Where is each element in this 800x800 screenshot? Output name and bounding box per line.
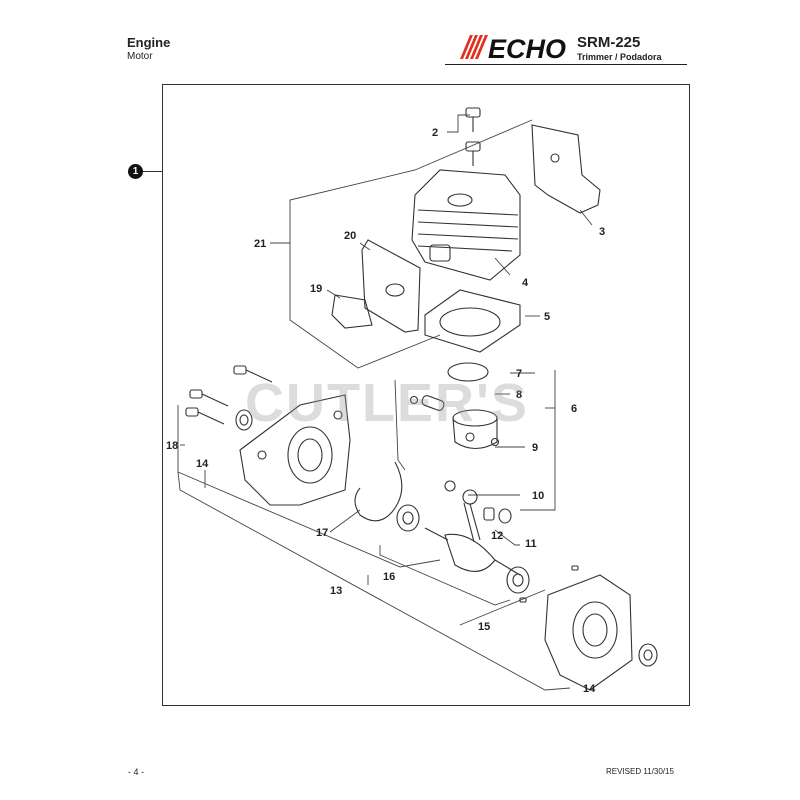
callout-20: 20	[344, 230, 356, 242]
callout-21: 21	[254, 238, 266, 250]
leader-17-clip	[394, 379, 406, 471]
leader-4	[494, 257, 511, 276]
group-outlines	[177, 114, 593, 691]
leader-15	[459, 589, 546, 626]
thrust-washer-12	[498, 508, 512, 524]
callout-17: 17	[316, 527, 328, 539]
page-number: - 4 -	[128, 767, 145, 777]
piston-pin-8	[421, 395, 445, 411]
ball-bearing-16b	[506, 566, 530, 594]
circlip-17	[354, 461, 403, 522]
callout-19: 19	[310, 283, 322, 295]
callout-3: 3	[599, 226, 605, 238]
callout-9: 9	[532, 442, 538, 454]
group-14-bottom	[177, 471, 571, 691]
crankshaft-11	[424, 489, 521, 576]
ref-badge: 1	[128, 164, 143, 179]
piston-clip-9a	[409, 395, 419, 405]
callout-18: 18	[166, 440, 178, 452]
page-title: Engine	[127, 35, 171, 50]
crankcase-bolts-18	[185, 365, 273, 425]
base-gasket-bore	[439, 307, 501, 337]
gasket-20-port	[385, 283, 405, 297]
insulator-19	[331, 294, 373, 329]
cylinder-4	[411, 169, 521, 281]
echo-logo: ECHO	[460, 34, 566, 61]
ball-bearing-16a	[396, 504, 420, 532]
leader-17	[329, 509, 361, 533]
dowel-pin-a	[571, 565, 579, 571]
base-gasket-5	[424, 289, 521, 353]
leader-20	[359, 242, 371, 251]
dowel-pin-b	[519, 597, 527, 603]
cylinder-bolt-2	[465, 107, 481, 166]
heat-shield-hole	[550, 153, 560, 163]
leader-11	[494, 529, 520, 546]
leader-2	[447, 114, 470, 133]
oil-seal-14a	[235, 409, 253, 431]
callout-4: 4	[522, 277, 529, 289]
needle-bearing-12	[483, 507, 495, 521]
model-number: SRM-225	[577, 34, 641, 51]
crankcase-13	[239, 394, 351, 506]
group-6-outline	[520, 370, 556, 511]
callout-14-bottom: 14	[583, 683, 596, 695]
heat-shield-3	[531, 124, 601, 214]
needle-bearing-10	[444, 480, 456, 492]
callout-5: 5	[544, 311, 550, 323]
callout-6: 6	[571, 403, 577, 415]
callout-11: 11	[525, 538, 537, 550]
callout-13: 13	[330, 585, 342, 597]
header-rule	[445, 64, 687, 65]
oil-seal-14b	[638, 643, 658, 667]
piston-clip-9b	[490, 437, 500, 447]
revision-date: REVISED 11/30/15	[606, 767, 674, 776]
watermark: CUTLER'S	[245, 373, 529, 433]
callout-16: 16	[383, 571, 395, 583]
leader-19	[326, 289, 341, 299]
crankcase-15	[544, 574, 633, 691]
callout-10: 10	[532, 490, 544, 502]
callout-8: 8	[516, 389, 522, 401]
group-16-outline	[379, 545, 511, 606]
callout-14-top: 14	[196, 458, 209, 470]
model-subtitle: Trimmer / Podadora	[577, 52, 662, 62]
ref-leader-line	[143, 171, 163, 172]
diagram-frame	[162, 84, 690, 706]
callout-15: 15	[478, 621, 490, 633]
page-subtitle: Motor	[127, 51, 153, 62]
piston-ring-7	[447, 362, 489, 382]
callout-2: 2	[432, 127, 438, 139]
gasket-20	[361, 239, 421, 333]
callout-7: 7	[516, 368, 522, 380]
group-13-outline	[177, 405, 441, 568]
piston-6	[452, 409, 498, 450]
brand-wordmark: ECHO	[488, 34, 566, 61]
callout-12: 12	[491, 530, 503, 542]
group-21-outline	[289, 119, 533, 369]
